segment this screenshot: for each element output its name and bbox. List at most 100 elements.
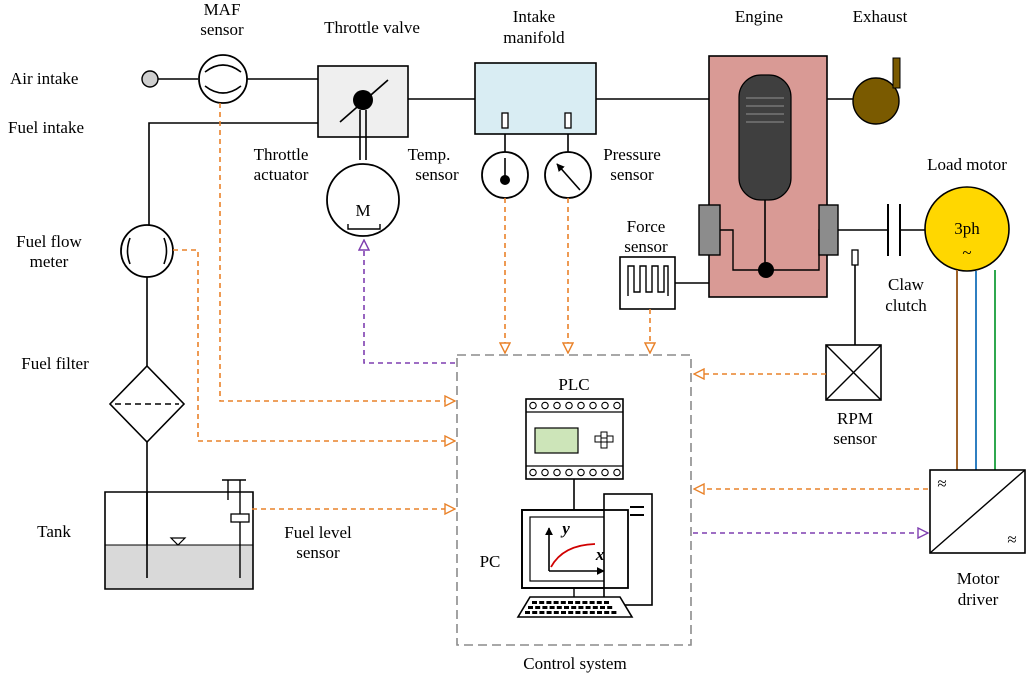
keyboard-key	[525, 611, 530, 614]
keyboard-key	[575, 611, 581, 614]
keyboard-key	[561, 611, 566, 614]
keyboard-key	[585, 606, 591, 609]
plc-terminal	[529, 401, 537, 410]
keyboard-key	[575, 601, 581, 604]
force-sensor	[619, 256, 676, 310]
keyboard-key	[553, 611, 559, 614]
engine-block	[698, 55, 839, 298]
fuel-line	[148, 122, 318, 225]
plc-terminal	[613, 468, 621, 477]
plc-terminal	[613, 401, 621, 410]
keyboard-key	[589, 611, 595, 614]
maf-sensor-label: sensor	[200, 20, 244, 39]
pressure-sensor-label: Pressure	[603, 145, 661, 164]
keyboard-key	[597, 611, 602, 614]
temp-sensor-label: Temp.	[408, 145, 451, 164]
pressure-sensor-label: sensor	[610, 165, 654, 184]
keyboard-key	[546, 601, 552, 604]
keyboard-key	[546, 611, 552, 614]
flow-signal-arrow	[173, 249, 455, 441]
keyboard-key	[532, 601, 537, 604]
rpm-sensor	[825, 344, 882, 401]
keyboard-key	[592, 606, 598, 609]
fuel-level-sensor-label: Fuel level	[284, 523, 352, 542]
rpm-probe	[851, 249, 859, 266]
fuel-filter	[108, 364, 186, 444]
keyboard-key	[611, 611, 617, 614]
motor-driver-label: driver	[958, 590, 999, 609]
plc-terminal	[553, 401, 561, 410]
plot-x-label: x	[595, 545, 605, 564]
keyboard-keys	[525, 601, 617, 614]
claw-clutch-label: Claw	[888, 275, 925, 294]
claw-clutch-label: clutch	[885, 296, 927, 315]
plc-label: PLC	[558, 375, 589, 394]
maf-sensor-label: MAF	[204, 0, 241, 19]
load-motor-symbol: 3ph	[954, 219, 980, 238]
motor-glyph: M	[355, 201, 370, 220]
control-system-label: Control system	[523, 654, 626, 673]
load-motor-label: Load motor	[927, 155, 1007, 174]
keyboard-key	[549, 606, 555, 609]
fuel-filter-label: Fuel filter	[21, 354, 89, 373]
keyboard-key	[571, 606, 577, 609]
exhaust-label: Exhaust	[853, 7, 908, 26]
throttle-valve-label: Throttle valve	[324, 18, 420, 37]
load-motor-tilde: ~	[962, 243, 971, 262]
plc-terminal	[541, 468, 549, 477]
pc-monitor-frame	[521, 509, 629, 589]
pc-label: PC	[480, 552, 501, 571]
fuel-level-sensor-label: sensor	[296, 543, 340, 562]
driver-ac-symbol: ≈	[937, 474, 946, 493]
plc-terminal	[577, 401, 585, 410]
driver-dc-symbol: ≈	[1007, 530, 1016, 549]
keyboard-key	[535, 606, 541, 609]
throttle-actuator-label: actuator	[254, 165, 309, 184]
keyboard-key	[604, 611, 610, 614]
plc-terminal	[565, 401, 573, 410]
plc-terminal	[601, 401, 609, 410]
keyboard-key	[553, 601, 559, 604]
plc-terminal	[589, 401, 597, 410]
fuel-flow-meter-label: meter	[30, 252, 69, 271]
engine-label: Engine	[735, 7, 783, 26]
keyboard-key	[539, 601, 545, 604]
keyboard-key	[600, 606, 605, 609]
keyboard-key	[582, 611, 588, 614]
keyboard-key	[568, 601, 573, 604]
motor-driver	[929, 469, 1026, 554]
control-system-boundary	[456, 354, 692, 646]
throttle-actuator-label: Throttle	[254, 145, 309, 164]
plc-terminal	[529, 468, 537, 477]
plc-unit	[525, 398, 624, 480]
keyboard-key	[532, 611, 538, 614]
keyboard-key	[607, 606, 613, 609]
fuel-level-probe	[222, 479, 250, 578]
intake-manifold	[474, 62, 597, 135]
claw-clutch	[887, 204, 901, 256]
plc-terminal	[565, 468, 573, 477]
keyboard-key	[589, 601, 595, 604]
keyboard-key	[560, 601, 566, 604]
maf-sensor	[198, 54, 248, 104]
keyboard-key	[582, 601, 588, 604]
intake-manifold-label: Intake	[513, 7, 555, 26]
air-intake-port	[141, 70, 159, 88]
throttle-actuator-motor	[326, 163, 400, 237]
plc-terminal	[589, 468, 597, 477]
exhaust-muffler	[827, 57, 901, 125]
keyboard-key	[564, 606, 569, 609]
throttle-valve	[317, 65, 409, 138]
motor-driver-label: Motor	[957, 569, 1000, 588]
keyboard-key	[556, 606, 562, 609]
plc-terminal	[553, 468, 561, 477]
tank-label: Tank	[37, 522, 71, 541]
rpm-sensor-label: sensor	[833, 429, 877, 448]
keyboard-key	[528, 606, 533, 609]
force-sensor-label: Force	[627, 217, 666, 236]
plc-terminal	[601, 468, 609, 477]
air-intake-label: Air intake	[10, 69, 78, 88]
fuel-intake-label: Fuel intake	[8, 118, 84, 137]
keyboard-key	[542, 606, 548, 609]
